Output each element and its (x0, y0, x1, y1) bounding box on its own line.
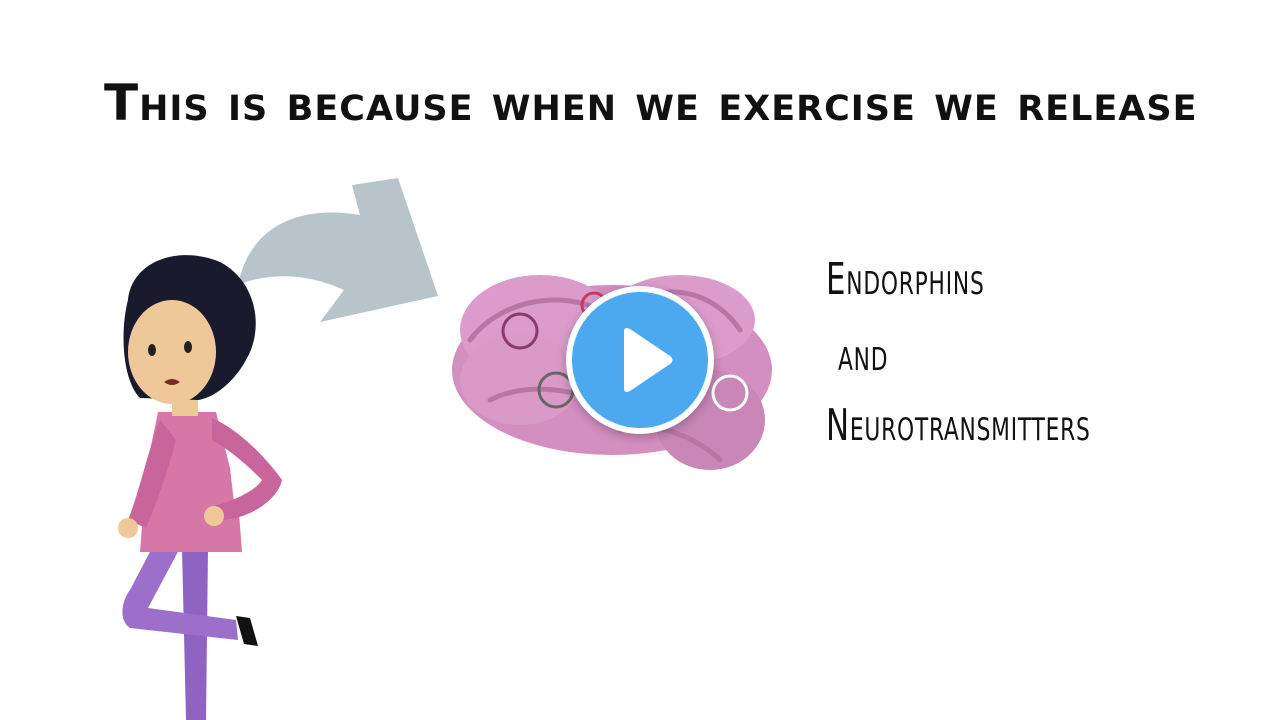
play-button[interactable] (566, 286, 714, 434)
label-endorphins: Endorphins (826, 254, 985, 305)
label-and: and (838, 330, 889, 381)
play-icon (624, 328, 673, 392)
woman-character (118, 255, 282, 720)
label-neurotransmitters: Neurotransmitters (826, 400, 1091, 451)
slide-headline: This is because when we exercise we rele… (104, 74, 1198, 132)
curved-arrow-icon (238, 178, 438, 322)
